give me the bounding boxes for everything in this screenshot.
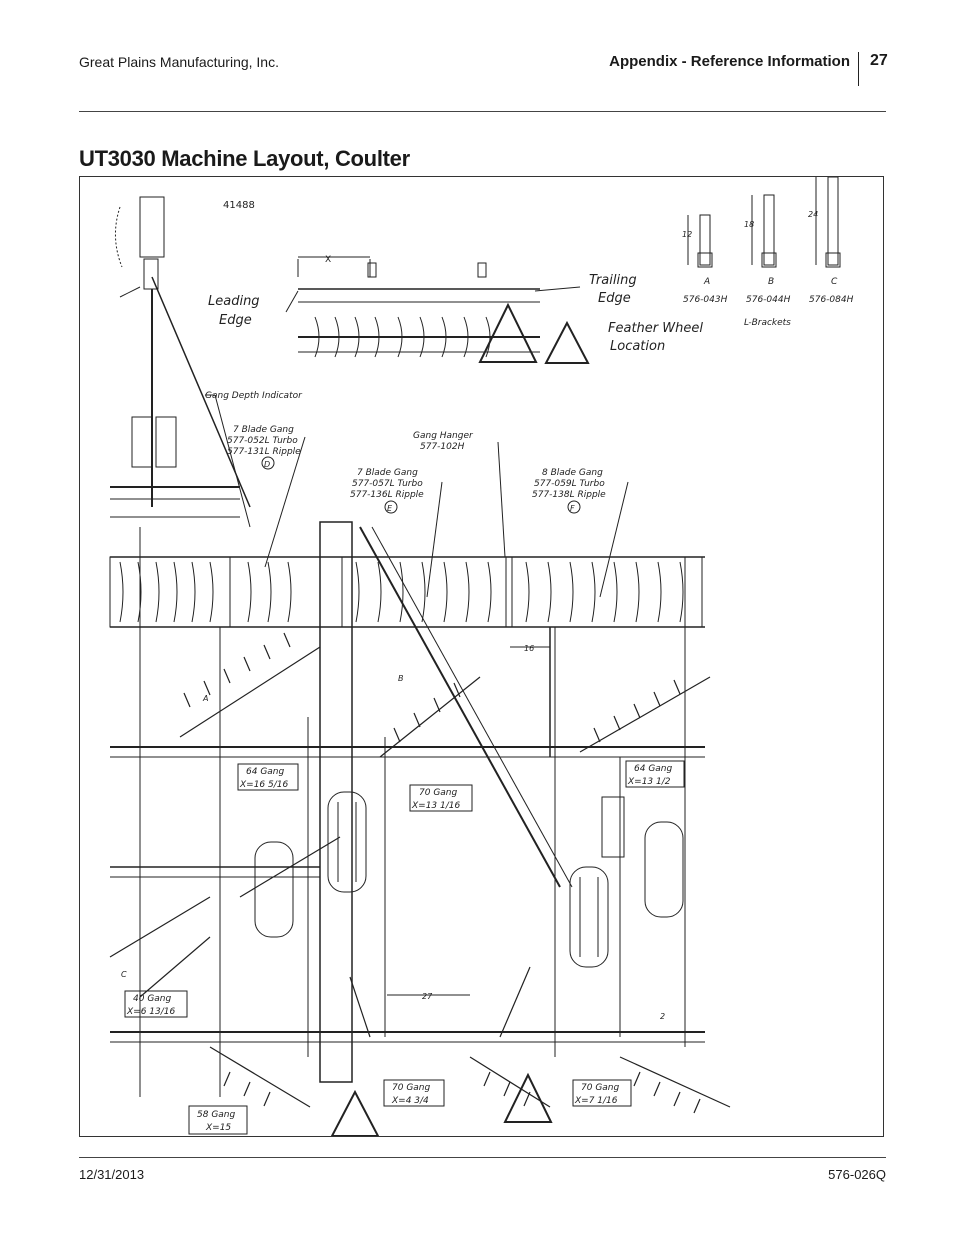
dim-27: 27 (422, 992, 433, 1001)
gang-box-64-left: 64 Gang X=16 5/16 (237, 763, 299, 791)
header-section: Appendix - Reference Information (609, 53, 850, 70)
header-rule (79, 111, 886, 112)
footer-rule (79, 1157, 886, 1158)
dim-x: X (325, 255, 331, 265)
svg-text:X=16 5/16: X=16 5/16 (239, 780, 289, 790)
svg-text:577-138L Ripple: 577-138L Ripple (532, 490, 606, 500)
svg-text:E: E (387, 504, 393, 513)
feather-wheel-line2: Location (610, 339, 665, 354)
callout-d: 7 Blade Gang 577-052L Turbo 577-131L Rip… (227, 425, 306, 568)
leading-edge-line1: Leading (208, 294, 260, 309)
svg-text:58 Gang: 58 Gang (197, 1110, 236, 1120)
svg-text:40 Gang: 40 Gang (133, 994, 172, 1004)
header-company: Great Plains Manufacturing, Inc. (79, 54, 279, 70)
bracket-a-height: 12 (682, 230, 692, 239)
callout-f: 8 Blade Gang 577-059L Turbo 577-138L Rip… (532, 468, 629, 598)
svg-text:577-131L Ripple: 577-131L Ripple (227, 447, 301, 457)
bracket-a-letter: A (703, 277, 710, 287)
svg-text:577-102H: 577-102H (420, 442, 465, 452)
trailing-edge-line1: Trailing (589, 273, 637, 288)
feather-wheel-line1: Feather Wheel (608, 321, 703, 336)
gang-box-58: 58 Gang X=15 (188, 1105, 248, 1135)
svg-text:Gang Hanger: Gang Hanger (413, 431, 474, 441)
feather-wheel-marker-1 (503, 1072, 553, 1123)
trailing-edge-line2: Edge (598, 291, 631, 306)
brackets-caption: L-Brackets (744, 318, 791, 328)
svg-text:7 Blade Gang: 7 Blade Gang (357, 468, 418, 478)
bracket-b-part: 576-044H (746, 295, 791, 305)
header-separator (858, 52, 859, 86)
layout-drawing: 41488 X Leading Edge Trailing Edge Feath… (109, 177, 854, 1136)
svg-text:X=6 13/16: X=6 13/16 (126, 1007, 176, 1017)
svg-text:577-136L Ripple: 577-136L Ripple (350, 490, 424, 500)
svg-text:70 Gang: 70 Gang (392, 1083, 431, 1093)
main-frame (109, 486, 705, 1097)
machine-layout-figure: 41488 X Leading Edge Trailing Edge Feath… (79, 176, 884, 1137)
page-title: UT3030 Machine Layout, Coulter (79, 146, 410, 171)
footer-doc-number: 576-026Q (828, 1167, 886, 1182)
svg-text:577-059L Turbo: 577-059L Turbo (534, 479, 605, 489)
svg-text:70 Gang: 70 Gang (419, 788, 458, 798)
bracket-c-part: 576-084H (809, 295, 854, 305)
svg-text:7 Blade Gang: 7 Blade Gang (233, 425, 294, 435)
bracket-b-letter: B (768, 277, 774, 287)
svg-text:64 Gang: 64 Gang (634, 764, 673, 774)
dim-2: 2 (660, 1012, 665, 1021)
svg-text:577-052L Turbo: 577-052L Turbo (227, 436, 298, 446)
svg-text:64 Gang: 64 Gang (246, 767, 285, 777)
feather-wheel-marker-2 (330, 1089, 380, 1136)
bracket-a-part: 576-043H (683, 295, 728, 305)
svg-text:70 Gang: 70 Gang (581, 1083, 620, 1093)
svg-text:X=15: X=15 (205, 1123, 231, 1133)
footer-date: 12/31/2013 (79, 1167, 145, 1182)
leading-edge-line2: Edge (219, 313, 252, 328)
wheels (254, 791, 684, 968)
svg-text:F: F (570, 504, 575, 513)
hitch-tower (115, 196, 251, 508)
gang-box-70-center: 70 Gang X=13 1/16 (409, 784, 473, 812)
svg-text:577-057L Turbo: 577-057L Turbo (352, 479, 423, 489)
callout-gang-hanger: Gang Hanger 577-102H (413, 431, 506, 558)
gang-box-64-right: 64 Gang X=13 1/2 (625, 760, 685, 788)
gang-depth-indicator: Gang Depth Indicator (205, 391, 303, 401)
dimensions: 16 27 2 A B C (121, 644, 665, 1021)
svg-text:D: D (264, 460, 270, 469)
page-number: 27 (870, 52, 888, 69)
bracket-c-height: 24 (808, 210, 818, 219)
label-a: A (202, 694, 208, 703)
label-c: C (121, 970, 127, 979)
callout-e: 7 Blade Gang 577-057L Turbo 577-136L Rip… (350, 468, 443, 598)
svg-text:X=13 1/2: X=13 1/2 (627, 777, 671, 787)
svg-text:X=13 1/16: X=13 1/16 (411, 801, 461, 811)
l-brackets-detail (687, 177, 841, 268)
gang-box-70-bottom-center: 70 Gang X=4 3/4 (383, 1079, 445, 1107)
gang-box-70-bottom-right: 70 Gang X=7 1/16 (572, 1079, 632, 1107)
dim-16: 16 (524, 644, 534, 653)
bracket-b-height: 18 (744, 220, 754, 229)
gang-box-40: 40 Gang X=6 13/16 (124, 990, 188, 1018)
label-b: B (398, 674, 404, 683)
figure-number: 41488 (223, 200, 255, 211)
gang-detail-view (285, 256, 590, 364)
svg-text:X=4 3/4: X=4 3/4 (391, 1096, 429, 1106)
bracket-c-letter: C (831, 277, 838, 287)
diagonal-gangs (109, 632, 731, 1114)
svg-text:X=7 1/16: X=7 1/16 (574, 1096, 618, 1106)
svg-text:8 Blade Gang: 8 Blade Gang (542, 468, 603, 478)
